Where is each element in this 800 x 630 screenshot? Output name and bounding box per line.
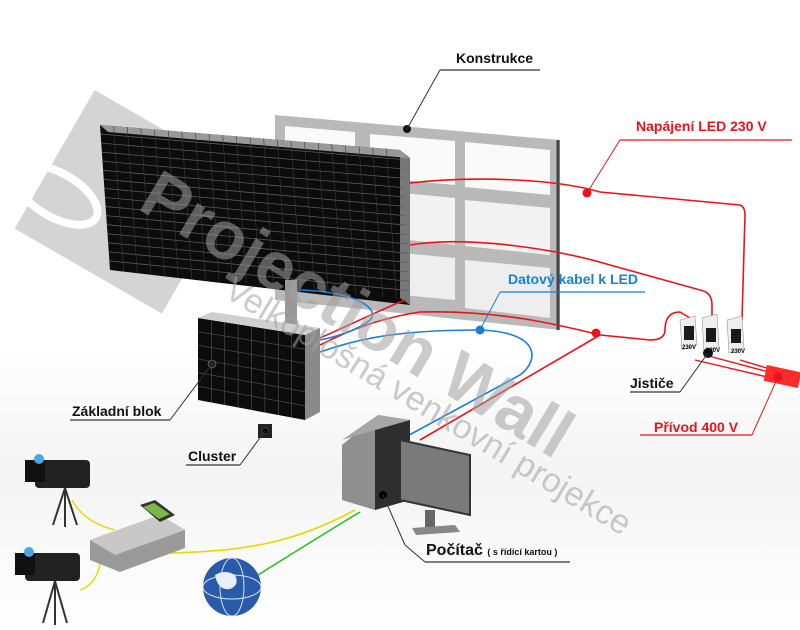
led-col-line [140,128,152,275]
breaker-marking: 230V [682,345,697,351]
label-computer: Počítač ( s řídící kartou ) [426,542,557,560]
led-col-line [358,146,370,296]
label-computer-note: ( s řídící kartou ) [487,547,558,557]
circuit-breakers [679,313,745,393]
led-screen [100,125,410,335]
computer [342,415,471,546]
led-col-line [386,148,397,299]
video-mixer-icon [90,500,185,572]
video-camera-icon [25,454,90,527]
breaker-marking: 230V [731,349,746,355]
label-led-power: Napájení LED 230 V [636,118,767,134]
led-col-line [154,129,165,276]
led-col-line [195,132,206,280]
label-supply: Přívod 400 V [654,419,739,435]
led-col-line [181,131,193,279]
base-block [169,312,320,421]
cluster-module [239,424,272,466]
power-junction-dot [591,328,601,338]
breaker-marking: 230V [706,348,721,354]
led-col-line [331,144,343,294]
led-col-line [126,127,138,273]
globe-icon [202,557,262,617]
label-breakers: Jističe [630,375,674,391]
led-col-line [290,140,302,290]
label-computer-title: Počítač [426,542,483,559]
label-cluster: Cluster [188,448,237,464]
led-col-line [304,142,315,291]
led-col-line [372,147,384,298]
camera-cable [71,499,116,531]
video-cable [164,509,356,554]
led-col-line [317,143,329,292]
label-data-cable: Datový kabel k LED [508,271,638,287]
led-col-line [263,138,274,287]
label-construction: Konstrukce [456,50,534,66]
led-col-line [276,139,288,288]
video-camera-icon [15,547,80,625]
camera-cable [79,559,101,591]
led-col-line [236,136,247,284]
led-col-line [249,137,261,286]
network-cable [257,511,361,576]
led-col-line [222,135,234,283]
led-col-line [167,130,179,277]
led-col-line [208,134,220,281]
led-col-line [345,145,356,295]
label-base-block: Základní blok [72,403,162,419]
led-col-line [113,126,124,272]
